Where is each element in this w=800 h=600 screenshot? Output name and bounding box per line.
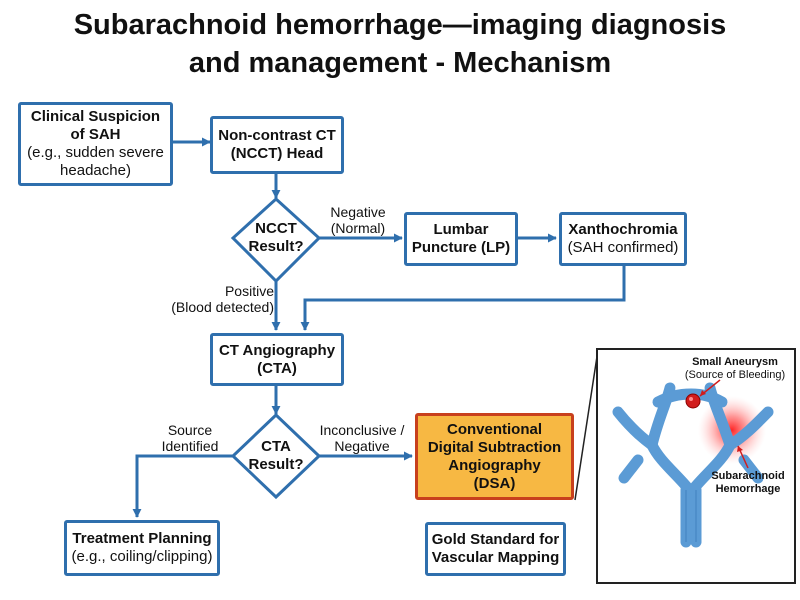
lp-line-2: Puncture (LP) — [411, 239, 511, 256]
ncct-result-line-1: NCCT — [255, 220, 297, 237]
hemorrhage-label: Subarachnoid Hemorrhage — [702, 470, 794, 496]
clinical-line-1: Clinical Suspicion — [30, 108, 161, 125]
positive-line-1: Positive — [224, 283, 274, 299]
ncct-line-2: (NCCT) Head — [230, 145, 324, 162]
ct-angiography-box: CT Angiography (CTA) — [210, 333, 344, 386]
edge-label-positive: Positive (Blood detected) — [150, 283, 274, 315]
page-title: Subarachnoid hemorrhage—imaging diagnosi… — [0, 6, 800, 82]
gold-line-2: Vascular Mapping — [431, 549, 560, 566]
xanthochromia-box: Xanthochromia (SAH confirmed) — [559, 212, 687, 266]
cta-result-label: CTA Result? — [236, 438, 316, 474]
arrow-decision-to-treatment — [132, 454, 233, 518]
treatment-planning-box: Treatment Planning (e.g., coiling/clippi… — [64, 520, 220, 576]
title-line-2: and management - Mechanism — [188, 47, 612, 79]
dsa-box: Conventional Digital Subtraction Angiogr… — [415, 413, 574, 500]
clinical-line-2: of SAH — [70, 126, 121, 143]
cta-line-1: CT Angiography — [218, 341, 336, 359]
inconclusive-line-1: Inconclusive / — [319, 422, 405, 438]
ncct-result-label: NCCT Result? — [236, 220, 316, 256]
aneurysm-line-2: (Source of Bleeding) — [684, 369, 786, 381]
cta-line-2: (CTA) — [257, 359, 297, 377]
xantho-line-1: Xanthochromia — [568, 221, 678, 238]
lp-line-1: Lumbar — [433, 221, 489, 238]
inconclusive-line-2: Negative — [334, 438, 390, 454]
gold-standard-box: Gold Standard for Vascular Mapping — [425, 522, 566, 576]
dsa-line-4: (DSA) — [473, 474, 516, 492]
ncct-result-line-2: Result? — [248, 238, 304, 255]
ncct-head-box: Non-contrast CT (NCCT) Head — [210, 116, 344, 174]
ncct-line-1: Non-contrast CT — [218, 127, 336, 144]
dsa-line-3: Angiography — [448, 456, 541, 474]
aneurysm-inset: Small Aneurysm (Source of Bleeding) Suba… — [596, 348, 796, 584]
cta-result-diamond — [230, 412, 322, 500]
treatment-line-1: Treatment Planning — [72, 530, 212, 547]
dsa-line-1: Conventional — [446, 420, 542, 438]
arrow-xantho-to-cta — [300, 266, 626, 331]
edge-label-inconclusive: Inconclusive / Negative — [312, 422, 412, 454]
inset-connector — [574, 349, 599, 501]
clinical-line-3: (e.g., sudden severe — [27, 144, 164, 161]
gold-line-1: Gold Standard for — [431, 531, 560, 548]
positive-line-2: (Blood detected) — [171, 299, 274, 315]
hemorrhage-line-2: Hemorrhage — [715, 483, 781, 495]
clinical-line-4: headache) — [60, 162, 131, 179]
vessel-illustration — [612, 379, 774, 548]
cta-result-line-1: CTA — [261, 438, 291, 455]
aneurysm-sphere — [685, 393, 701, 409]
dsa-line-2: Digital Subtraction — [427, 438, 562, 456]
edge-label-source-identified: Source Identified — [150, 422, 230, 454]
source-line-1: Source — [167, 422, 213, 438]
clinical-suspicion-box: Clinical Suspicion of SAH (e.g., sudden … — [18, 102, 173, 186]
aneurysm-line-1: Small Aneurysm — [692, 356, 778, 368]
treatment-line-2: (e.g., coiling/clipping) — [71, 548, 213, 565]
title-line-1: Subarachnoid hemorrhage—imaging diagnosi… — [73, 9, 727, 41]
ncct-result-diamond — [230, 196, 322, 284]
aneurysm-label: Small Aneurysm (Source of Bleeding) — [676, 356, 794, 382]
xantho-line-2: (SAH confirmed) — [567, 239, 679, 256]
hemorrhage-line-1: Subarachnoid — [711, 470, 785, 482]
negative-line-2: (Normal) — [330, 220, 386, 236]
cta-result-line-2: Result? — [248, 456, 304, 473]
edge-label-negative: Negative (Normal) — [318, 204, 398, 236]
source-line-2: Identified — [161, 438, 219, 454]
negative-line-1: Negative — [330, 204, 386, 220]
lumbar-puncture-box: Lumbar Puncture (LP) — [404, 212, 518, 266]
